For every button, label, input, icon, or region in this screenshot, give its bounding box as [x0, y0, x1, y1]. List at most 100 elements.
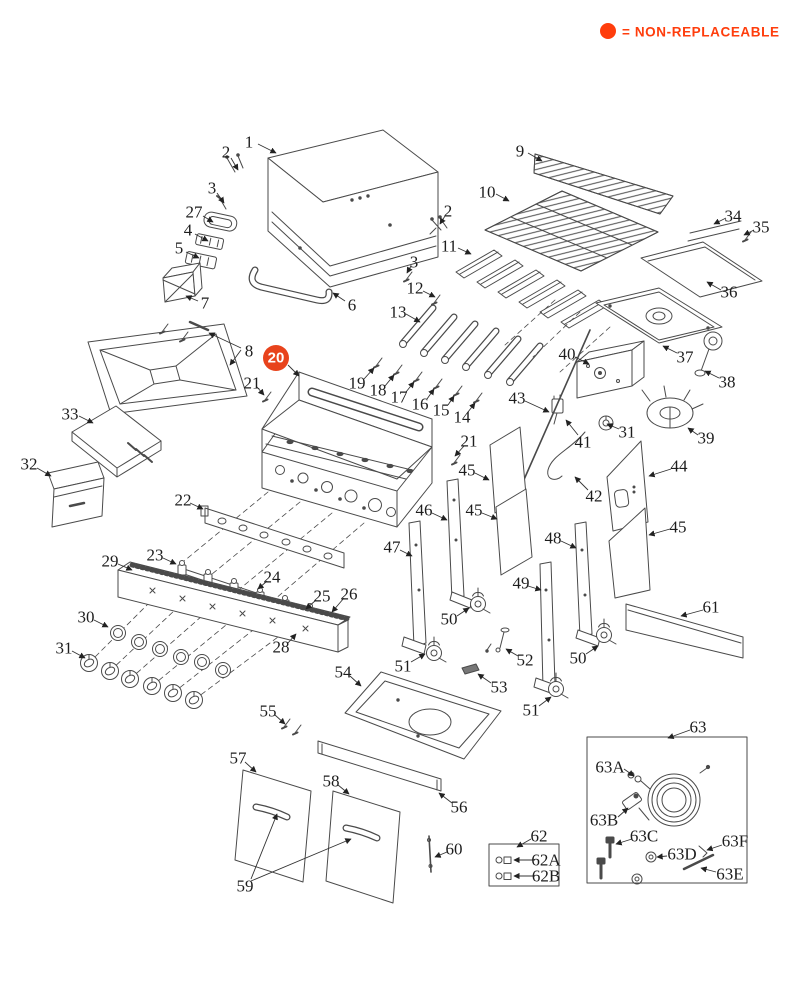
- svg-text:33: 33: [62, 405, 79, 424]
- part-label-45: 45: [459, 461, 490, 481]
- part-label-20: 20: [263, 345, 300, 377]
- svg-text:14: 14: [454, 408, 472, 427]
- part-label-29: 29: [102, 552, 133, 571]
- part-label-38: 38: [704, 370, 736, 392]
- svg-text:51: 51: [395, 657, 412, 676]
- svg-text:62: 62: [531, 827, 548, 846]
- part-48-leg-drawing: [574, 521, 601, 647]
- part-label-61: 61: [680, 598, 720, 618]
- part-label-63: 63: [667, 718, 707, 740]
- part-label-10: 10: [479, 183, 510, 202]
- part-label-31: 31: [56, 639, 86, 659]
- part-label-63E: 63E: [700, 865, 744, 884]
- part-label-8: 8: [208, 332, 253, 366]
- part-45-panels-left-drawing: [489, 426, 533, 576]
- part-label-63F: 63F: [706, 832, 748, 852]
- svg-text:31: 31: [619, 423, 636, 442]
- svg-text:30: 30: [78, 608, 95, 627]
- part-label-22: 22: [175, 491, 204, 510]
- svg-text:37: 37: [677, 348, 695, 367]
- part-60-hinge-pin-drawing: [427, 835, 433, 873]
- part-42-igniter-wire-drawing: [547, 431, 586, 480]
- svg-text:17: 17: [391, 388, 409, 407]
- part-label-46: 46: [416, 501, 448, 521]
- svg-text:26: 26: [341, 585, 358, 604]
- svg-text:44: 44: [671, 457, 689, 476]
- non-replaceable-dot-icon: [600, 23, 616, 39]
- part-label-37: 37: [662, 345, 695, 367]
- svg-text:12: 12: [407, 279, 424, 298]
- part-47-leg-drawing: [401, 520, 427, 655]
- part-label-21: 21: [454, 432, 478, 457]
- part-label-59: 59: [237, 813, 352, 896]
- part-label-51: 51: [395, 653, 426, 676]
- svg-text:4: 4: [184, 221, 193, 240]
- part-53-clip-drawing: [461, 663, 480, 675]
- part-32-grease-tray-drawing: [47, 461, 105, 528]
- part-label-6: 6: [332, 292, 356, 315]
- svg-text:63D: 63D: [667, 845, 696, 864]
- svg-text:51: 51: [523, 701, 540, 720]
- svg-text:2: 2: [444, 202, 453, 221]
- svg-text:45: 45: [466, 501, 483, 520]
- part-label-42: 42: [574, 476, 603, 506]
- part-label-3: 3: [208, 179, 225, 204]
- part-label-23: 23: [147, 546, 177, 565]
- svg-text:52: 52: [517, 651, 534, 670]
- part-label-62A: 62A: [513, 851, 561, 870]
- part-62-hardware-box: [488, 843, 560, 887]
- part-label-63D: 63D: [656, 845, 697, 864]
- svg-text:62A: 62A: [531, 851, 561, 870]
- svg-text:34: 34: [725, 207, 743, 226]
- svg-text:23: 23: [147, 546, 164, 565]
- svg-text:29: 29: [102, 552, 119, 571]
- svg-text:38: 38: [719, 373, 736, 392]
- part-30-bezels-drawing: [110, 625, 231, 678]
- part-34-35-rods-drawing: [687, 220, 752, 243]
- svg-text:63E: 63E: [716, 865, 743, 884]
- part-label-35: 35: [743, 218, 770, 237]
- part-10-cooking-grates-drawing: [484, 190, 659, 272]
- part-33-heat-shield-drawing: [71, 405, 162, 478]
- part-label-4: 4: [184, 221, 209, 242]
- svg-text:24: 24: [264, 568, 282, 587]
- svg-text:62B: 62B: [532, 867, 560, 886]
- part-label-50: 50: [570, 645, 599, 668]
- part-label-2: 2: [222, 143, 239, 171]
- part-label-62: 62: [516, 827, 548, 848]
- svg-text:21: 21: [461, 432, 478, 451]
- part-label-60: 60: [434, 840, 463, 859]
- part-43-crossover-rod-drawing: [514, 329, 591, 501]
- svg-text:58: 58: [323, 772, 340, 791]
- part-label-45: 45: [466, 501, 498, 520]
- part-46-leg-drawing: [446, 478, 473, 609]
- part-label-7: 7: [185, 294, 210, 313]
- part-label-56: 56: [438, 792, 468, 817]
- svg-text:50: 50: [570, 649, 587, 668]
- part-label-62B: 62B: [513, 867, 560, 886]
- svg-text:54: 54: [335, 663, 353, 682]
- part-52-bracket-drawing: [485, 627, 510, 653]
- part-label-63A: 63A: [595, 758, 635, 777]
- part-label-11: 11: [441, 237, 472, 256]
- part-label-63C: 63C: [615, 827, 658, 846]
- part-31-side-knob-drawing: [598, 415, 614, 431]
- part-label-18: 18: [370, 374, 395, 400]
- part-label-55: 55: [260, 702, 286, 725]
- part-label-30: 30: [78, 608, 109, 628]
- part-label-26: 26: [331, 585, 358, 613]
- svg-text:49: 49: [513, 574, 530, 593]
- part-label-14: 14: [454, 402, 476, 427]
- svg-text:59: 59: [237, 877, 254, 896]
- svg-text:15: 15: [433, 401, 450, 420]
- svg-text:28: 28: [273, 638, 290, 657]
- svg-text:63: 63: [690, 718, 707, 737]
- part-label-2: 2: [439, 202, 453, 225]
- part-36-shelf-plate-drawing: [640, 241, 763, 298]
- part-label-33: 33: [62, 405, 94, 424]
- part-label-17: 17: [391, 381, 415, 407]
- part-39-side-burner-grate-drawing: [641, 385, 704, 429]
- part-22-support-bar-drawing: [200, 505, 345, 569]
- part-40-side-control-panel-drawing: [576, 340, 645, 399]
